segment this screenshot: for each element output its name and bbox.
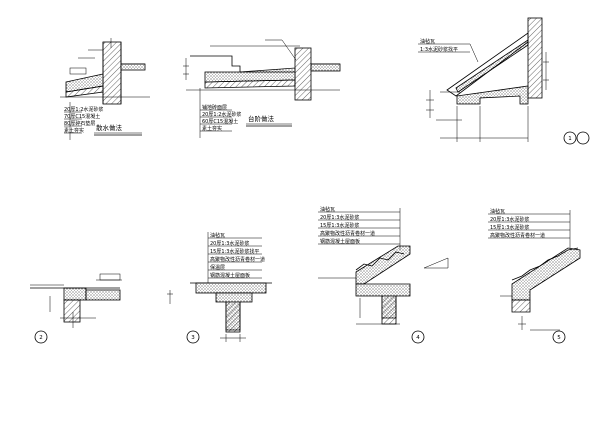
- gravel-bed: [65, 85, 104, 98]
- slope-triangle: [423, 257, 449, 269]
- note-line: 高聚物改性沥青卷材一道: [210, 256, 265, 263]
- detail-marker: [411, 330, 425, 344]
- marker-number: 1: [568, 136, 572, 142]
- detail-marker: [552, 330, 566, 344]
- note-line: 高聚物改性沥青卷材一道: [320, 230, 375, 237]
- detail-slope-eave: 油毡瓦 20厚1:3水泥砂浆 15厚1:3水泥砂浆 高聚物改性沥青卷材一道 钢筋…: [318, 206, 449, 344]
- note-line: 15厚1:3水泥砂浆: [320, 222, 359, 229]
- note-line: 80厚碎石垫层: [64, 120, 95, 127]
- detail-title: 散水做法: [96, 123, 123, 132]
- note-line: 15厚1:3水泥砂浆: [490, 224, 529, 231]
- detail-steps: 铺地砖面层 20厚1:2水泥砂浆 60厚C15混凝土 素土夯实 台阶做法: [183, 39, 341, 138]
- note-line: 素土夯实: [64, 127, 84, 134]
- marker-number: 5: [557, 335, 561, 341]
- note-line: 铺地砖面层: [202, 104, 227, 111]
- note-line: 油毡瓦: [420, 38, 435, 45]
- roof-slope: [511, 247, 581, 301]
- wall-section: [527, 17, 543, 99]
- step-slab: [204, 67, 296, 83]
- gutter-section: [511, 299, 531, 313]
- note-line: 70厚C15混凝土: [64, 113, 100, 120]
- note-line: 油毡瓦: [320, 206, 335, 213]
- detail-parapet: 油毡瓦 20厚1:3水泥砂浆 15厚1:3水泥砂浆找平 高聚物改性沥青卷材一道 …: [167, 232, 272, 344]
- detail-marker: [186, 330, 200, 344]
- wall-section: [102, 41, 122, 105]
- marker-number: 2: [39, 335, 43, 341]
- note-line: 素土夯实: [202, 125, 222, 132]
- note-line: 油毡瓦: [490, 208, 505, 215]
- detail-gutter: 油毡瓦 20厚1:3水泥砂浆 15厚1:3水泥砂浆 高聚物改性沥青卷材一道 5: [488, 208, 581, 344]
- detail-marker: [576, 131, 590, 145]
- detail-title: 台阶做法: [248, 114, 275, 123]
- note-line: 油毡瓦: [210, 232, 225, 239]
- note-line: 60厚C15混凝土: [202, 118, 238, 125]
- wall-section: [294, 47, 312, 101]
- note-line: 高聚物改性沥青卷材一道: [490, 232, 545, 239]
- detail-apron: 20厚1:2水泥砂浆 70厚C15混凝土 80厚碎石垫层 素土夯实 散水做法: [60, 38, 150, 140]
- wall-section: [63, 299, 81, 323]
- note-line: 1:3水泥砂浆找平: [420, 46, 458, 53]
- slab-section: [195, 282, 267, 294]
- detail-marker: [563, 131, 577, 145]
- note-line: 保温层: [210, 264, 225, 271]
- beam-section: [63, 287, 87, 301]
- detail-marker: [34, 330, 48, 344]
- note-line: 钢筋混凝土屋面板: [210, 272, 250, 279]
- detail-small-eave: 2: [30, 273, 122, 344]
- roof-slope: [355, 245, 411, 285]
- note-line: 钢筋混凝土屋面板: [320, 238, 360, 245]
- eave-slab: [456, 85, 529, 105]
- marker-number: 4: [416, 335, 420, 341]
- marker-number: 3: [191, 335, 195, 341]
- note-line: 20厚1:2水泥砂浆: [202, 111, 241, 118]
- note-line: 15厚1:3水泥砂浆找平: [210, 248, 259, 255]
- note-line: 20厚1:2水泥砂浆: [64, 106, 103, 113]
- note-line: 20厚1:3水泥砂浆: [320, 214, 359, 221]
- note-line: 20厚1:3水泥砂浆: [490, 216, 529, 223]
- detail-eave: 油毡瓦 1:3水泥砂浆找平 1: [418, 17, 590, 145]
- note-line: 20厚1:3水泥砂浆: [210, 240, 249, 247]
